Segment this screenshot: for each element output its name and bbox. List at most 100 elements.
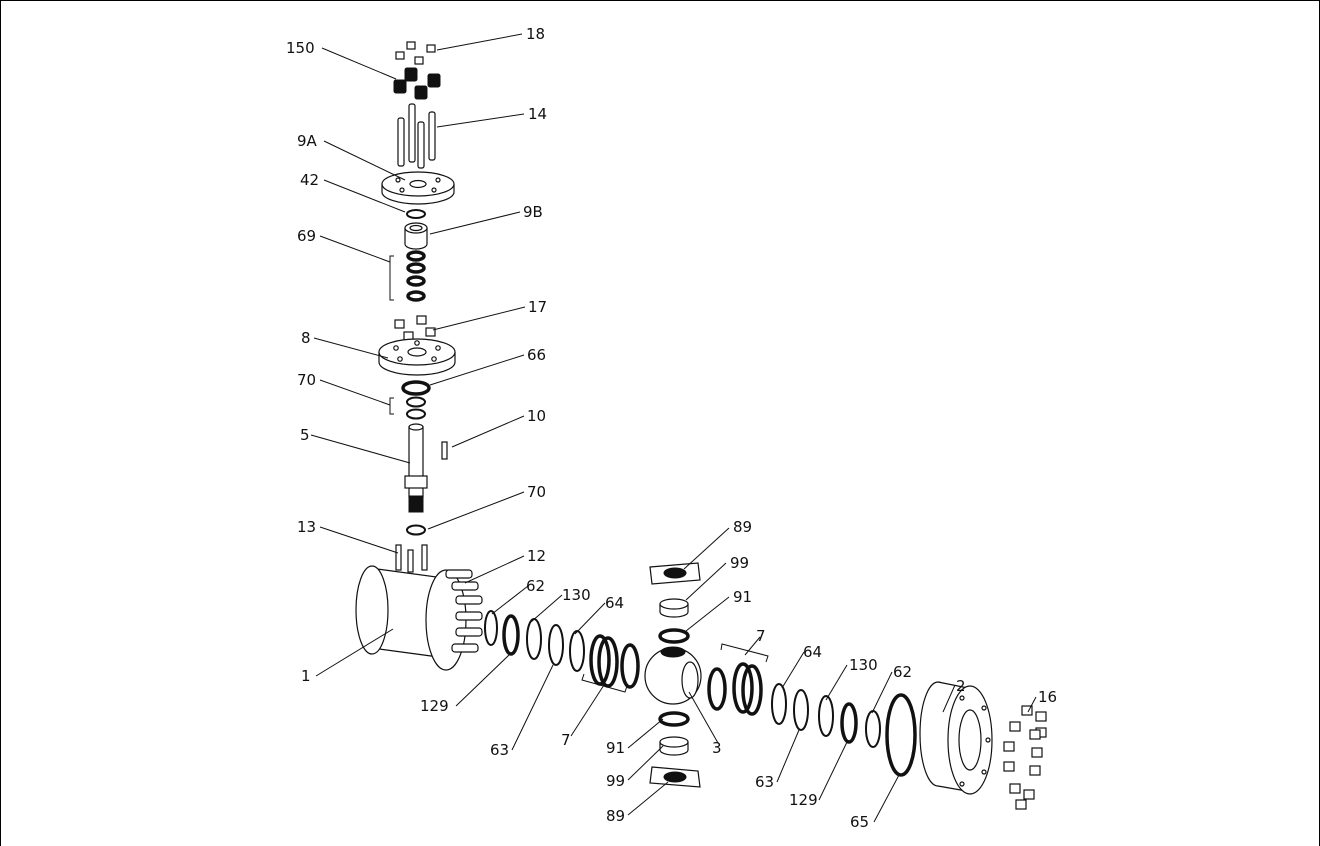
callout-91-upper: 91 — [733, 588, 752, 606]
part-129-ring-left — [502, 614, 520, 656]
callout-3: 3 — [712, 739, 722, 757]
leader-9A — [323, 140, 406, 181]
leader-129-right — [818, 741, 848, 801]
leader-7-left — [570, 684, 605, 737]
part-8-flange — [378, 338, 456, 376]
leader-18 — [436, 33, 523, 51]
callout-99-upper: 99 — [730, 554, 749, 572]
part-7-seat-left — [589, 634, 640, 689]
part-18-nuts — [395, 41, 436, 65]
callout-9B: 9B — [523, 203, 543, 221]
callout-8: 8 — [301, 329, 311, 347]
leader-12 — [464, 555, 525, 584]
part-91-ring-upper — [658, 628, 690, 644]
part-7-seat-right — [707, 662, 763, 716]
callout-130-left: 130 — [562, 586, 591, 604]
leader-99-lower — [627, 745, 664, 781]
leader-130-right — [825, 664, 848, 701]
callout-12: 12 — [527, 547, 546, 565]
callout-150: 150 — [286, 39, 315, 57]
leader-62-left — [491, 585, 529, 615]
leader-16 — [1027, 696, 1037, 713]
leader-5 — [310, 434, 411, 464]
leader-9B — [429, 211, 521, 235]
bracket-69 — [389, 255, 394, 301]
leader-7-right — [744, 636, 761, 656]
part-69-packing — [406, 250, 426, 302]
callout-7-left: 7 — [561, 731, 571, 749]
part-14-studs — [397, 103, 436, 169]
part-89-plate-upper — [649, 562, 701, 585]
part-150-nuts — [393, 67, 441, 100]
callout-17: 17 — [528, 298, 547, 316]
part-63-ring-right — [793, 689, 809, 731]
part-89-plate-lower — [649, 766, 701, 788]
part-62-ring-right — [865, 710, 881, 748]
callout-18: 18 — [526, 25, 545, 43]
part-9B-bushing — [404, 222, 428, 250]
callout-89-lower: 89 — [606, 807, 625, 825]
bracket-7-right — [720, 643, 769, 663]
part-2-end-flange — [919, 681, 993, 795]
callout-66: 66 — [527, 346, 546, 364]
leader-2 — [942, 684, 956, 713]
part-42-ring — [406, 209, 426, 219]
callout-89-upper: 89 — [733, 518, 752, 536]
leader-91-lower — [627, 718, 664, 749]
callout-10: 10 — [527, 407, 546, 425]
leader-8 — [313, 337, 389, 359]
part-62-ring-left — [484, 610, 498, 646]
callout-64-right: 64 — [803, 643, 822, 661]
callout-13: 13 — [297, 518, 316, 536]
leader-62-right — [871, 671, 893, 714]
leader-14 — [436, 113, 525, 128]
part-17-nuts — [394, 315, 436, 341]
callout-63-right: 63 — [755, 773, 774, 791]
leader-99-upper — [685, 562, 727, 601]
leader-63-right — [776, 729, 800, 783]
callout-65: 65 — [850, 813, 869, 831]
callout-130-right: 130 — [849, 656, 878, 674]
leader-3 — [688, 691, 719, 744]
leader-89-upper — [683, 527, 730, 570]
part-10-key — [441, 441, 448, 460]
leader-150 — [321, 47, 397, 80]
part-16-nuts — [1003, 705, 1047, 810]
leader-10 — [451, 415, 525, 448]
callout-99-lower: 99 — [606, 772, 625, 790]
leader-70-upper — [319, 379, 391, 406]
leader-89-lower — [627, 781, 669, 816]
callout-2: 2 — [956, 677, 966, 695]
bracket-70 — [389, 397, 394, 415]
callout-5: 5 — [300, 426, 310, 444]
callout-62-right: 62 — [893, 663, 912, 681]
callout-14: 14 — [528, 105, 547, 123]
callout-7-right: 7 — [756, 627, 766, 645]
part-91-ring-lower — [658, 711, 690, 727]
callout-42: 42 — [300, 171, 319, 189]
leader-13 — [319, 526, 399, 554]
part-64-ring-right — [771, 683, 787, 725]
callout-129-left: 129 — [420, 697, 449, 715]
callout-63-left: 63 — [490, 741, 509, 759]
part-drawing — [355, 41, 1047, 810]
leader-1 — [315, 628, 394, 677]
callout-16: 16 — [1038, 688, 1057, 706]
leader-lines — [310, 33, 1037, 823]
leader-64-right — [781, 651, 805, 689]
part-9A-flange — [381, 171, 455, 205]
callout-129-right: 129 — [789, 791, 818, 809]
leader-64-left — [574, 602, 606, 635]
leader-69 — [319, 235, 391, 263]
part-66-ring — [401, 380, 431, 396]
callout-9A: 9A — [297, 132, 318, 150]
callout-64-left: 64 — [605, 594, 624, 612]
part-70-ring-a — [406, 396, 426, 408]
part-3-ball — [644, 646, 702, 705]
callout-91-lower: 91 — [606, 739, 625, 757]
leader-66 — [429, 354, 525, 386]
part-5-stem — [404, 423, 428, 513]
callout-70-upper: 70 — [297, 371, 316, 389]
part-70-ring-lower — [406, 524, 426, 536]
